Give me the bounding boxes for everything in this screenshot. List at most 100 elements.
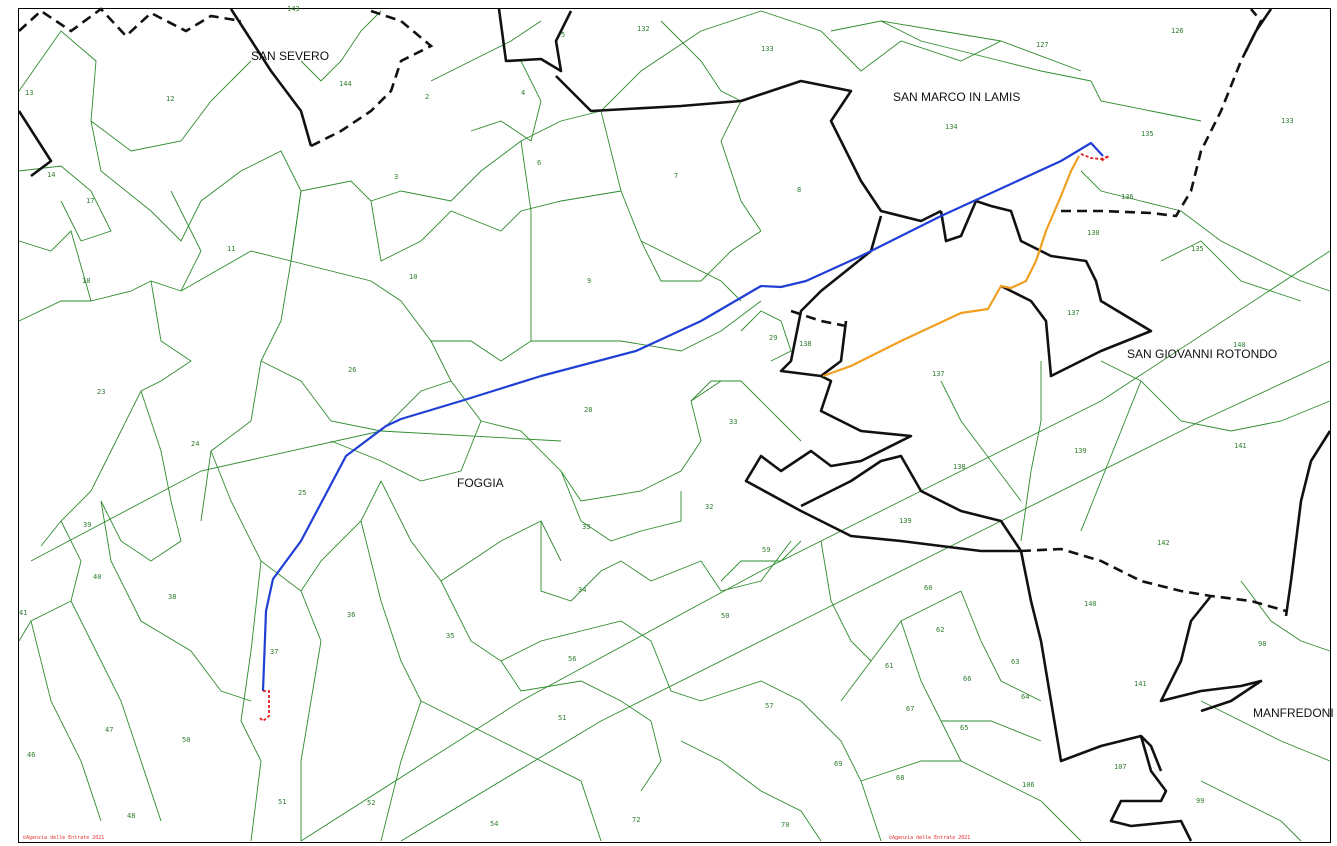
sheet-number: 142	[1157, 539, 1170, 547]
sheet-number: 25	[298, 489, 306, 497]
sheet-number: 9	[587, 277, 591, 285]
sheet-number: 51	[558, 714, 566, 722]
sheet-number: 24	[191, 440, 199, 448]
sheet-number: 32	[705, 503, 713, 511]
cadastral-map[interactable]: 143 5 132 133 127 126 13 12 144 2 4 134 …	[17, 5, 1334, 843]
sheet-number: 17	[86, 197, 94, 205]
sheet-number: 7	[674, 172, 678, 180]
branch-route	[822, 155, 1080, 378]
map-credits: ©Agenzia delle Entrate 2021 ©Agenzia del…	[23, 835, 970, 841]
sheet-number: 107	[1114, 763, 1127, 771]
sheet-number: 28	[584, 406, 592, 414]
sheet-number: 47	[105, 726, 113, 734]
sheet-number: 37	[270, 648, 278, 656]
sheet-number: 130	[1087, 229, 1100, 237]
sheet-number: 26	[348, 366, 356, 374]
sheet-number: 54	[490, 820, 498, 828]
credit-right: ©Agenzia delle Entrate 2021	[889, 835, 970, 841]
sheet-number: 143	[287, 5, 300, 13]
sheet-number: 126	[1171, 27, 1184, 35]
sheet-number: 139	[1074, 447, 1087, 455]
sheet-number: 99	[1196, 797, 1204, 805]
sheet-number: 11	[227, 245, 235, 253]
credit-left: ©Agenzia delle Entrate 2021	[23, 835, 104, 841]
sheet-number: 72	[632, 816, 640, 824]
sheet-number: 64	[1021, 693, 1029, 701]
sheet-number: 18	[82, 277, 90, 285]
sheet-number: 38	[168, 593, 176, 601]
municipal-boundaries	[17, 7, 1332, 842]
sheet-number: 133	[1281, 117, 1294, 125]
sheet-number: 137	[1067, 309, 1080, 317]
sheet-number: 139	[899, 517, 912, 525]
sheet-number: 137	[932, 370, 945, 378]
sheet-number: 2	[425, 93, 429, 101]
route-lines	[258, 141, 1110, 723]
label-manfredonia: MANFREDONI	[1253, 706, 1334, 720]
sheet-number: 65	[960, 724, 968, 732]
sheet-number: 52	[367, 799, 375, 807]
sheet-number: 51	[278, 798, 286, 806]
sheet-number: 136	[1121, 193, 1134, 201]
sheet-number: 50	[182, 736, 190, 744]
sheet-number: 34	[578, 586, 586, 594]
sheet-number: 56	[568, 655, 576, 663]
label-san-severo: SAN SEVERO	[251, 49, 329, 63]
sheet-number: 134	[945, 123, 958, 131]
sheet-number: 48	[127, 812, 135, 820]
sheet-number: 63	[1011, 658, 1019, 666]
sheet-number: 106	[1022, 781, 1035, 789]
sheet-number: 40	[93, 573, 101, 581]
sheet-number: 8	[797, 186, 801, 194]
sheet-number: 50	[721, 612, 729, 620]
sheet-number: 60	[924, 584, 932, 592]
sheet-number: 141	[1134, 680, 1147, 688]
map-canvas: 143 5 132 133 127 126 13 12 144 2 4 134 …	[17, 5, 1334, 842]
sheet-number: 135	[1141, 130, 1154, 138]
sheet-number: 6	[537, 159, 541, 167]
sheet-number: 10	[409, 273, 417, 281]
sheet-numbers: 143 5 132 133 127 126 13 12 144 2 4 134 …	[19, 5, 1294, 829]
sheet-number: 144	[339, 80, 352, 88]
sheet-number: 14	[47, 171, 55, 179]
sheet-number: 98	[1258, 640, 1266, 648]
label-san-marco-in-lamis: SAN MARCO IN LAMIS	[893, 90, 1020, 104]
parcel-boundaries	[18, 10, 1331, 842]
sheet-number: 138	[953, 463, 966, 471]
sheet-number: 61	[885, 662, 893, 670]
sheet-number: 127	[1036, 41, 1049, 49]
sheet-number: 138	[799, 340, 812, 348]
sheet-number: 33	[729, 418, 737, 426]
sheet-number: 67	[906, 705, 914, 713]
sheet-number: 70	[781, 821, 789, 829]
sheet-number: 13	[25, 89, 33, 97]
sheet-number: 57	[765, 702, 773, 710]
municipality-labels: SAN SEVERO SAN MARCO IN LAMIS SAN GIOVAN…	[251, 49, 1334, 720]
sheet-number: 35	[446, 632, 454, 640]
sheet-number: 29	[769, 334, 777, 342]
sheet-number: 133	[761, 45, 774, 53]
sheet-number: 59	[762, 546, 770, 554]
sheet-number: 46	[27, 751, 35, 759]
sheet-number: 141	[1234, 442, 1247, 450]
sheet-number: 66	[963, 675, 971, 683]
connection-end	[1080, 153, 1110, 162]
sheet-number: 41	[19, 609, 27, 617]
sheet-number: 135	[1191, 245, 1204, 253]
sheet-number: 12	[166, 95, 174, 103]
sheet-number: 23	[97, 388, 105, 396]
sheet-number: 132	[637, 25, 650, 33]
sheet-number: 140	[1084, 600, 1097, 608]
label-san-giovanni-rotondo: SAN GIOVANNI ROTONDO	[1127, 347, 1277, 361]
sheet-number: 69	[834, 760, 842, 768]
sheet-number: 5	[561, 31, 565, 39]
sheet-number: 36	[347, 611, 355, 619]
sheet-number: 4	[521, 89, 525, 97]
sheet-number: 62	[936, 626, 944, 634]
sheet-number: 140	[1233, 341, 1246, 349]
sheet-number: 3	[394, 173, 398, 181]
main-cable-route	[261, 141, 1104, 692]
connection-start	[258, 690, 270, 723]
label-foggia: FOGGIA	[457, 476, 504, 490]
sheet-number: 68	[896, 774, 904, 782]
